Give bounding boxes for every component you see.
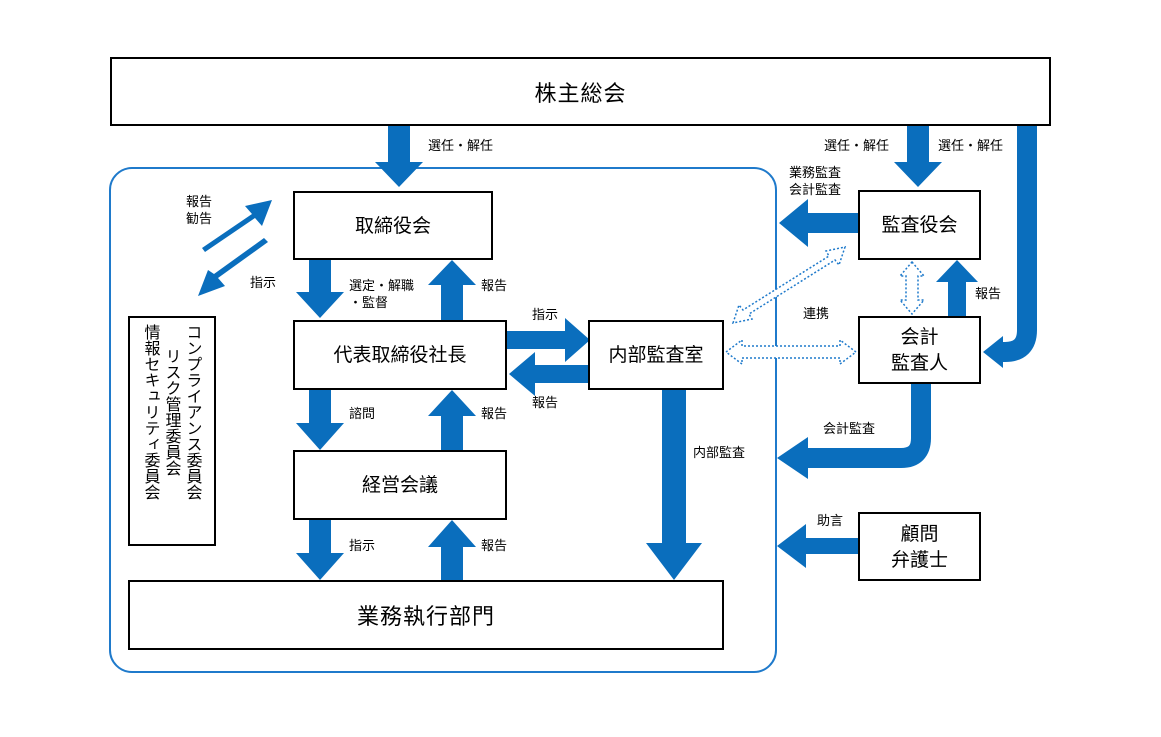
advisor-label-1: 顧問 [900,522,939,545]
label-report-advise-2: 勧告 [186,212,213,227]
advisor-label-2: 弁護士 [890,548,948,571]
label-internal-audit: 内部監査 [693,446,746,461]
label-report-audit: 報告 [532,396,559,411]
arrow-president-to-board [428,260,476,320]
internal-audit-label: 内部監査室 [608,344,704,366]
business-divisions-label: 業務執行部門 [356,605,495,630]
arrow-shareholders-to-audit-board [894,126,942,187]
label-consult: 諮問 [349,407,376,422]
label-instruct-divisions: 指示 [349,539,376,554]
company-boundary [109,167,777,673]
business-divisions-box: 業務執行部門 [128,580,724,650]
label-elect-dismiss-audit: 選任・解任 [824,139,890,154]
label-select-2: ・監督 [349,296,389,311]
label-report-president: 報告 [481,407,508,422]
label-elect-dismiss-board: 選任・解任 [428,139,494,154]
arrow-instruct-committees [198,238,268,296]
label-report-auditor: 報告 [975,287,1002,302]
arrow-management-to-divisions [296,520,344,580]
advisor-box: 顧問 弁護士 [858,512,981,581]
arrow-shareholders-to-accounting-auditor [1000,126,1037,362]
accounting-auditor-box: 会計 監査人 [858,316,981,384]
arrow-accounting-auditor-to-audit-board [936,260,978,316]
arrow-cooperation-audit-auditor [898,260,926,316]
label-business-audit-2: 会計監査 [789,183,842,198]
shareholders-meeting-box: 株主総会 [110,57,1051,126]
president-box: 代表取締役社長 [293,320,507,390]
label-instruct-committees: 指示 [250,276,277,291]
committees-text: コンプライアンス委員会 リスク管理委員会 情報セキュリティ委員会 [141,324,204,500]
accounting-auditor-label-2: 監査人 [890,352,948,374]
audit-board-box: 監査役会 [858,190,981,260]
internal-audit-box: 内部監査室 [588,320,724,390]
arrow-accounting-audit [800,384,931,468]
label-cooperation: 連携 [803,307,830,322]
label-report-advise-1: 報告 [186,195,213,210]
label-report-divisions: 報告 [481,539,508,554]
accounting-auditor-label-1: 会計 [900,326,939,348]
arrow-report-advise [202,200,272,252]
board-of-directors-label: 取締役会 [354,214,431,237]
risk-committee-label: リスク管理委員会 [162,348,182,476]
committees-box: コンプライアンス委員会 リスク管理委員会 情報セキュリティ委員会 [128,316,216,546]
management-meeting-box: 経営会議 [293,450,507,520]
arrow-cooperation-internal-audit-board [731,245,847,325]
arrow-advisor-to-company [777,524,858,568]
arrow-president-to-internal-audit [507,318,590,362]
arrow-shareholders-to-board [375,126,423,187]
arrow-divisions-to-management [428,520,476,580]
compliance-committee-label: コンプライアンス委員会 [183,324,203,500]
label-legal-advice: 助言 [817,514,844,529]
arrow-head-accounting-auditor [983,336,1003,368]
label-report-board: 報告 [481,279,508,294]
arrow-president-to-management [296,390,344,450]
label-elect-dismiss-auditor: 選任・解任 [938,139,1004,154]
label-accounting-audit: 会計監査 [823,422,876,437]
president-label: 代表取締役社長 [333,344,467,366]
audit-board-label: 監査役会 [881,214,958,236]
shareholders-meeting-label: 株主総会 [534,81,627,107]
arrow-internal-audit-to-president [509,352,588,396]
label-business-audit-1: 業務監査 [789,166,842,181]
arrow-internal-audit-to-divisions [646,390,702,580]
arrow-management-to-president [428,390,476,450]
arrow-cooperation-internal-auditor [724,338,858,366]
management-meeting-label: 経営会議 [361,474,438,496]
arrow-board-to-president [296,260,344,318]
label-instruct-audit: 指示 [532,308,559,323]
board-of-directors-box: 取締役会 [293,191,493,260]
arrow-audit-board-to-company [779,199,858,247]
label-select-1: 選定・解職 [349,279,415,294]
arrow-head-accounting-audit [777,437,808,479]
infosec-committee-label: 情報セキュリティ委員会 [141,324,161,500]
